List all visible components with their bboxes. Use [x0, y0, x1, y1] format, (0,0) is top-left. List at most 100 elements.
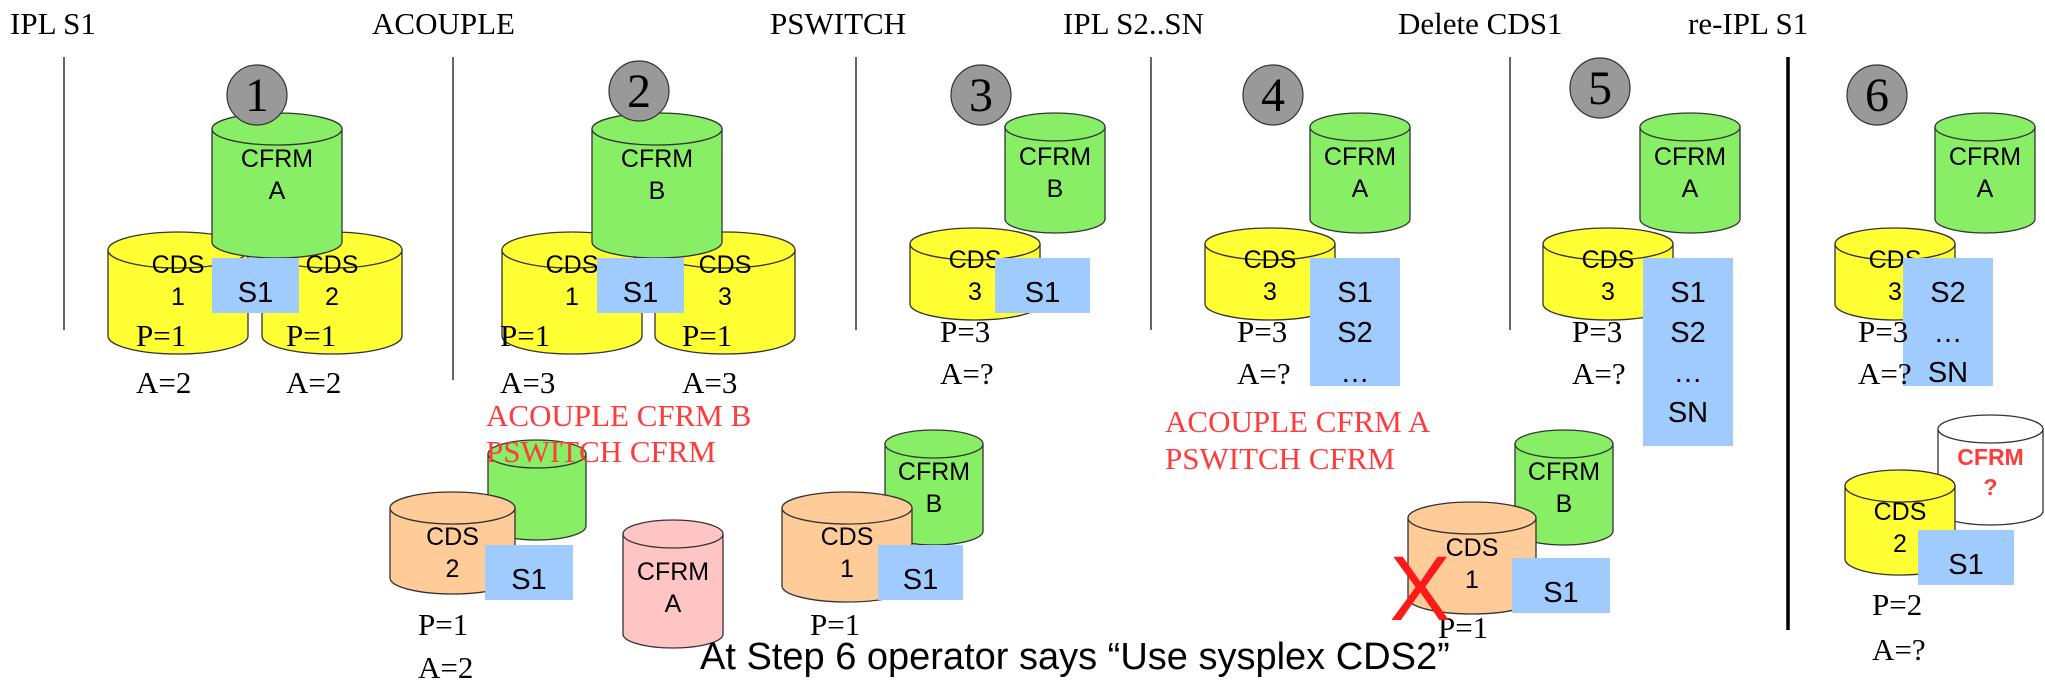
cylinder-id-label: 1: [171, 283, 185, 311]
system-box: S1: [878, 545, 963, 600]
stat-label: P=1: [682, 318, 732, 353]
cylinder-type-label: CDS: [1874, 498, 1927, 526]
stat-label: P=1: [1438, 610, 1488, 645]
cylinder-type-label: CDS: [821, 523, 874, 551]
cylinder-id-label: 3: [1601, 278, 1615, 306]
stat-label: P=3: [1237, 314, 1287, 349]
cylinder-type-label: CFRM: [1324, 143, 1396, 171]
system-label: S2: [1337, 317, 1372, 349]
stat-label: A=?: [1237, 356, 1291, 391]
system-label: SN: [1668, 397, 1708, 429]
cylinder-id-label: B: [1047, 175, 1064, 203]
system-box: S2…SN: [1903, 258, 1993, 389]
cds-cylinder: CDS 2: [389, 491, 516, 595]
command-pswitch-cfrm: PSWITCH CFRM: [486, 434, 716, 469]
cylinder-id-label: 3: [1263, 278, 1277, 306]
step-number: 6: [1865, 69, 1889, 122]
command-acouple-cfrm-a: ACOUPLE CFRM A: [1165, 404, 1431, 439]
system-label: S1: [1948, 549, 1983, 581]
command-acouple-cfrm-b: ACOUPLE CFRM B: [486, 398, 752, 433]
stat-label: P=2: [1872, 587, 1922, 622]
stat-label: P=1: [810, 607, 860, 642]
cylinder-type-label: CFRM: [1654, 143, 1726, 171]
stat-label: A=?: [1872, 632, 1926, 667]
cylinder-type-label: CFRM: [1019, 143, 1091, 171]
stat-label: P=1: [136, 318, 186, 353]
cylinder-id-label: A: [269, 177, 286, 205]
stat-label: A=3: [682, 365, 737, 400]
system-label: S1: [1337, 277, 1372, 309]
header-delete-cds1: Delete CDS1: [1398, 6, 1563, 41]
cylinder-id-label: B: [926, 490, 943, 518]
cylinder-type-label: CFRM: [241, 145, 313, 173]
cylinder-id-label: 2: [325, 283, 339, 311]
cylinder-id-label: 1: [1465, 566, 1479, 594]
cylinder-type-label: CDS: [152, 251, 205, 279]
stat-label: P=3: [1858, 314, 1908, 349]
unknown-cfrm-cylinder: CFRM?: [1937, 414, 2044, 526]
cylinder-type-label: CDS: [426, 523, 479, 551]
step-circle: [1846, 64, 1908, 126]
system-box: S1: [995, 258, 1090, 313]
header-ipl-s2-sn: IPL S2..SN: [1063, 6, 1204, 41]
stat-label: P=3: [940, 314, 990, 349]
system-box: S1: [1918, 530, 2014, 585]
header-re-ipl-s1: re-IPL S1: [1688, 6, 1809, 41]
stat-label: A=?: [1858, 356, 1912, 391]
system-label: …: [1934, 317, 1963, 349]
system-box: S1S2 …: [1310, 258, 1400, 389]
cylinder-type-label: CFRM: [1949, 143, 2021, 171]
system-label: S1: [238, 277, 273, 309]
system-label: S1: [511, 564, 546, 596]
stat-label: P=3: [1572, 314, 1622, 349]
cylinder-id-label: A: [1682, 175, 1699, 203]
header-acouple: ACOUPLE: [372, 6, 515, 41]
stat-label: P=1: [286, 318, 336, 353]
cylinder-id-label: A: [1352, 175, 1369, 203]
cylinder-id-label: B: [649, 177, 666, 205]
system-label: S2: [1670, 317, 1705, 349]
step-number: 4: [1261, 69, 1285, 122]
cylinder-id-label: 2: [1893, 530, 1907, 558]
step-circle: [950, 64, 1012, 126]
cylinder-type-label: CDS: [699, 251, 752, 279]
cylinder-type-label: CFRM: [1957, 444, 2023, 470]
system-label: …: [1674, 357, 1703, 389]
system-box: S1: [212, 258, 299, 313]
cylinder-id-label: 3: [718, 283, 732, 311]
cylinder-type-label: CDS: [546, 251, 599, 279]
stat-label: A=3: [500, 365, 555, 400]
system-label: S1: [1543, 577, 1578, 609]
stat-label: A=2: [136, 365, 191, 400]
cylinder-id-label: A: [665, 590, 682, 618]
header-pswitch: PSWITCH: [770, 6, 907, 41]
cds-cylinder: CDS 1: [1407, 501, 1537, 615]
delete-x-mark: X: [1389, 538, 1450, 640]
system-box: S1: [1512, 558, 1610, 613]
step-circle: [226, 64, 288, 126]
system-label: S1: [1670, 277, 1705, 309]
cylinder-type-label: CFRM: [1528, 458, 1600, 486]
cfrm-cylinder: CFRM A: [1309, 112, 1411, 234]
step-number: 1: [245, 69, 269, 122]
cylinder-type-label: CDS: [1446, 534, 1499, 562]
system-label: …: [1341, 357, 1370, 389]
system-box: S1: [597, 258, 684, 313]
cylinder-id-label: ?: [1983, 474, 1997, 500]
cylinder-id-label: 3: [968, 278, 982, 306]
system-label: S1: [1025, 277, 1060, 309]
stat-label: P=1: [418, 607, 468, 642]
cylinder-type-label: CFRM: [898, 458, 970, 486]
step-number: 5: [1588, 62, 1612, 115]
cylinder-type-label: CDS: [949, 246, 1002, 274]
cfrm-cylinder: CFRM B: [1004, 112, 1106, 234]
step-circle: [608, 60, 670, 122]
step-number: 2: [627, 65, 651, 118]
step-circle: [1569, 57, 1631, 119]
stat-label: A=2: [286, 365, 341, 400]
cylinder-id-label: 2: [446, 555, 460, 583]
